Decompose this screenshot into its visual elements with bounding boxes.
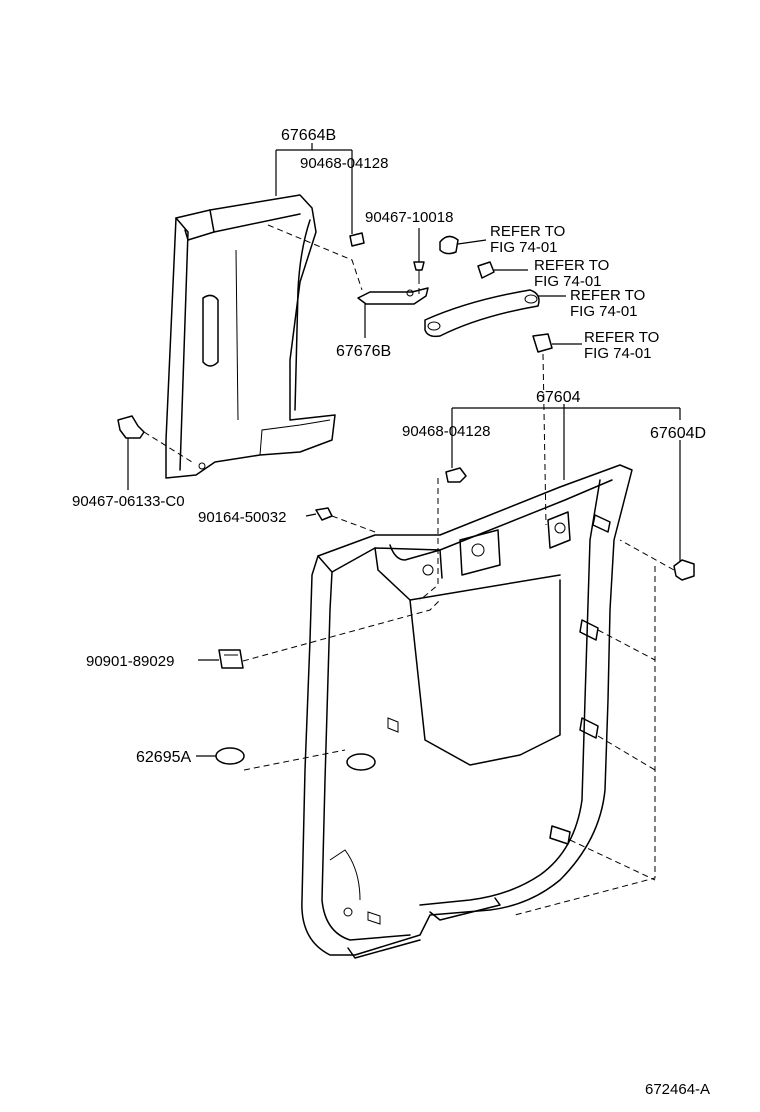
ref2-line1: REFER TO — [534, 257, 609, 274]
ref4-line2: FIG 74-01 — [584, 345, 652, 362]
label-90467-06133: 90467-06133-C0 — [72, 493, 185, 510]
part-cover-62695a — [215, 747, 376, 771]
ref3-line2: FIG 74-01 — [570, 303, 638, 320]
part-bracket-67676b — [357, 287, 429, 305]
label-90468-04128-upper: 90468-04128 — [300, 155, 388, 172]
part-clip-90468-a — [349, 232, 365, 247]
part-ref4 — [532, 333, 553, 353]
part-labels: 67664B 90468-04128 90467-10018 67676B 90… — [72, 127, 710, 1098]
part-assist-grip — [424, 289, 540, 338]
label-90164-50032: 90164-50032 — [198, 509, 286, 526]
ref1-line1: REFER TO — [490, 223, 565, 240]
upper-quarter-panel — [165, 194, 336, 479]
assembly-lines — [143, 224, 675, 916]
label-90901-89029: 90901-89029 — [86, 653, 174, 670]
part-clip-90468-b — [445, 467, 467, 483]
label-90468-04128-lower: 90468-04128 — [402, 423, 490, 440]
label-90467-10018: 90467-10018 — [365, 209, 453, 226]
label-67664b: 67664B — [281, 127, 336, 144]
part-ref2 — [477, 261, 495, 279]
ref3-line1: REFER TO — [570, 287, 645, 304]
part-nut-90901 — [218, 649, 244, 669]
part-bolt-90467-06133 — [117, 415, 145, 439]
label-67676b: 67676B — [336, 343, 391, 360]
part-screw-90164 — [315, 507, 333, 521]
ref4-line1: REFER TO — [584, 329, 659, 346]
label-67604: 67604 — [536, 389, 581, 406]
ref2-line2: FIG 74-01 — [534, 273, 602, 290]
leader-lines — [127, 143, 681, 757]
part-pushpin-67604d — [673, 559, 695, 581]
label-62695a: 62695A — [136, 749, 191, 766]
part-screw-90467-10018 — [413, 261, 425, 278]
part-ref1 — [439, 235, 459, 255]
ref1-line2: FIG 74-01 — [490, 239, 558, 256]
label-67604d: 67604D — [650, 425, 706, 442]
lower-trim-board — [301, 464, 633, 959]
figure-id: 672464-A — [645, 1081, 710, 1098]
